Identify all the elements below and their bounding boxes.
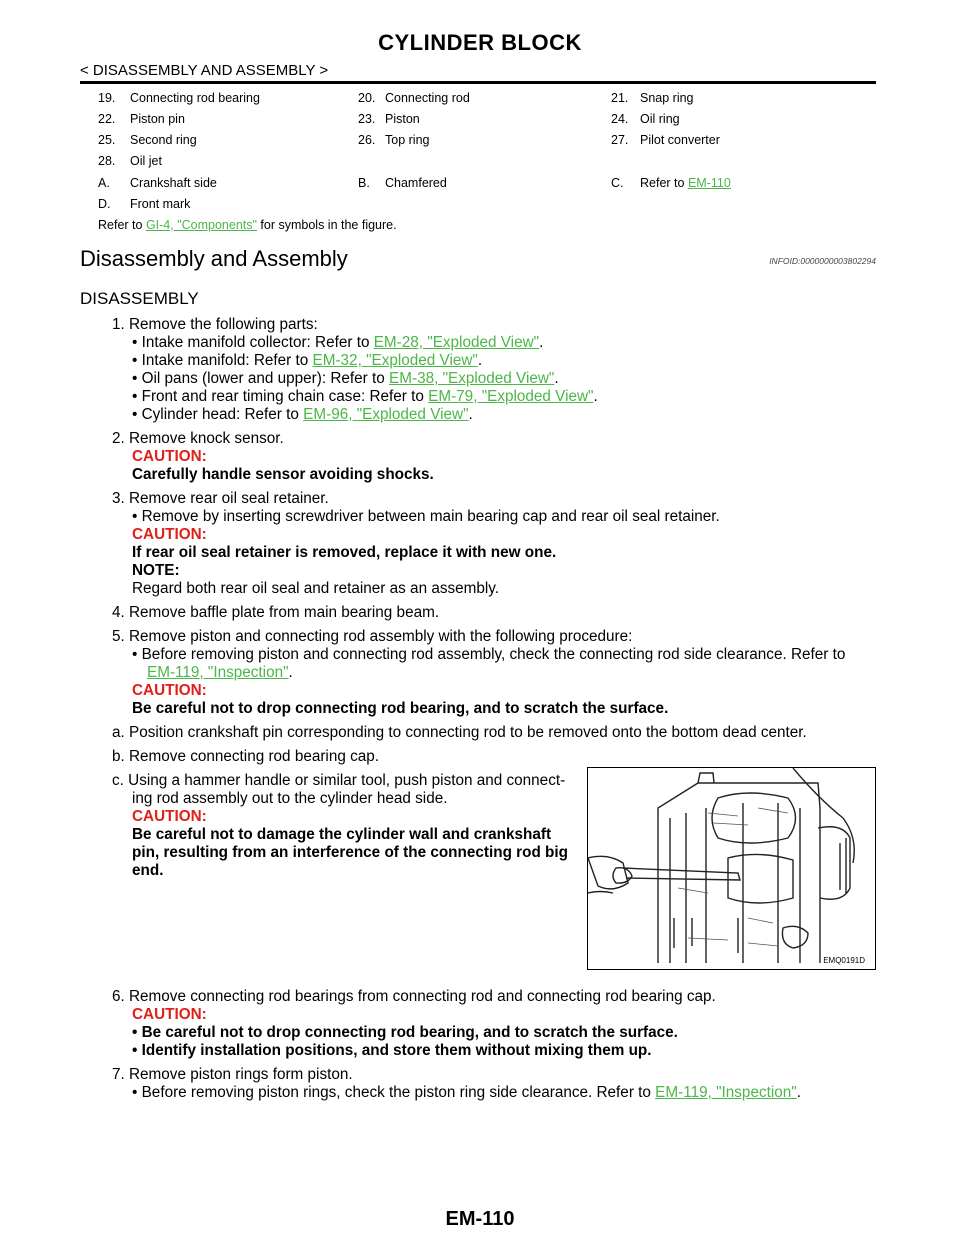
caution-label: CAUTION: — [132, 1006, 207, 1023]
legend-num: 21. — [611, 91, 629, 105]
step-3-item: • Remove by inserting screwdriver betwee… — [132, 508, 720, 525]
legend-label: Chamfered — [385, 176, 447, 190]
legend-num: 24. — [611, 112, 629, 126]
legend-num: 20. — [358, 91, 376, 105]
em-79-link[interactable]: EM-79, "Exploded View" — [428, 388, 594, 405]
note-text: Regard both rear oil seal and retainer a… — [132, 580, 500, 597]
step-5-ref: EM-119, "Inspection". — [147, 664, 293, 681]
step-7-item: • Before removing piston rings, check th… — [132, 1084, 801, 1101]
gi-4-components-link[interactable]: GI-4, "Components" — [145, 218, 257, 232]
em-110-link[interactable]: EM-110 — [687, 176, 731, 190]
legend-num: 22. — [98, 112, 116, 126]
refnote-pre: Refer to — [98, 218, 146, 232]
caution-text: Carefully handle sensor avoiding shocks. — [132, 466, 434, 483]
legend-label: Top ring — [385, 133, 430, 147]
em-119-link[interactable]: EM-119, "Inspection" — [147, 664, 289, 681]
step-1-item: • Oil pans (lower and upper): Refer to E… — [132, 370, 559, 387]
step-text: • Before removing piston rings, check th… — [132, 1084, 656, 1101]
legend-label: Snap ring — [640, 91, 694, 105]
page-number: EM-110 — [445, 1208, 515, 1230]
legend-label: Front mark — [130, 197, 191, 211]
caution-text: • Identify installation positions, and s… — [132, 1042, 652, 1059]
em-119-link[interactable]: EM-119, "Inspection" — [655, 1084, 797, 1101]
legend-label: Oil jet — [130, 154, 162, 168]
step-5: 5. Remove piston and connecting rod asse… — [112, 628, 633, 645]
em-28-link[interactable]: EM-28, "Exploded View" — [373, 334, 540, 351]
legend-refer-text: Refer to — [640, 176, 685, 190]
caution-label: CAUTION: — [132, 808, 207, 825]
em-38-link[interactable]: EM-38, "Exploded View" — [389, 370, 555, 387]
legend-num: 27. — [611, 133, 629, 147]
step-text: • Intake manifold collector: Refer to — [132, 334, 374, 351]
legend-num: B. — [358, 176, 370, 190]
refnote-post: for symbols in the figure. — [256, 218, 397, 232]
step-a: a. Position crankshaft pin corresponding… — [112, 724, 807, 741]
step-7: 7. Remove piston rings form piston. — [112, 1066, 353, 1083]
header-rule — [80, 81, 876, 84]
legend-num: D. — [98, 197, 111, 211]
step-c-cont: ing rod assembly out to the cylinder hea… — [132, 790, 448, 807]
legend-label: Crankshaft side — [130, 176, 217, 190]
legend-num: A. — [98, 176, 110, 190]
legend-label: Oil ring — [640, 112, 680, 126]
legend-num: C. — [611, 176, 624, 190]
figure-piston-removal: EMQ0191D — [587, 767, 876, 970]
step-2: 2. Remove knock sensor. — [112, 430, 284, 447]
caution-text: • Be careful not to drop connecting rod … — [132, 1024, 678, 1041]
step-text: • Front and rear timing chain case: Refe… — [132, 388, 429, 405]
em-32-link[interactable]: EM-32, "Exploded View" — [312, 352, 478, 369]
step-1-item: • Intake manifold: Refer to EM-32, "Expl… — [132, 352, 483, 369]
caution-text: If rear oil seal retainer is removed, re… — [132, 544, 557, 561]
legend-num: 23. — [358, 112, 376, 126]
step-text: • Intake manifold: Refer to — [132, 352, 313, 369]
step-1-item: • Front and rear timing chain case: Refe… — [132, 388, 598, 405]
legend-label: Pilot converter — [640, 133, 720, 147]
step-c: c. Using a hammer handle or similar tool… — [112, 772, 566, 789]
figure-code: EMQ0191D — [823, 956, 865, 965]
legend-num: 25. — [98, 133, 116, 147]
em-96-link[interactable]: EM-96, "Exploded View" — [303, 406, 469, 423]
note-label: NOTE: — [132, 562, 180, 579]
step-1-item: • Cylinder head: Refer to EM-96, "Explod… — [132, 406, 473, 423]
legend-label: Second ring — [130, 133, 197, 147]
step-4: 4. Remove baffle plate from main bearing… — [112, 604, 440, 621]
caution-text: end. — [132, 862, 164, 879]
page-title: CYLINDER BLOCK — [378, 30, 582, 55]
legend-label: Connecting rod — [385, 91, 470, 105]
caution-text: Be careful not to damage the cylinder wa… — [132, 826, 552, 843]
engine-illustration — [588, 768, 855, 963]
legend-num: 26. — [358, 133, 376, 147]
step-text: • Oil pans (lower and upper): Refer to — [132, 370, 390, 387]
legend-label: Piston pin — [130, 112, 185, 126]
info-id: INFOID:0000000003802294 — [769, 256, 876, 266]
legend-label: Connecting rod bearing — [130, 91, 260, 105]
legend-num: 28. — [98, 154, 116, 168]
symbols-note: Refer to GI-4, "Components" for symbols … — [98, 218, 397, 232]
step-3: 3. Remove rear oil seal retainer. — [112, 490, 329, 507]
step-b: b. Remove connecting rod bearing cap. — [112, 748, 380, 765]
caution-text: pin, resulting from an interference of t… — [132, 844, 568, 861]
section-heading: Disassembly and Assembly — [80, 246, 348, 271]
legend-label: Piston — [385, 112, 420, 126]
caution-label: CAUTION: — [132, 682, 207, 699]
subheading: DISASSEMBLY — [80, 289, 199, 308]
step-6: 6. Remove connecting rod bearings from c… — [112, 988, 716, 1005]
caution-label: CAUTION: — [132, 448, 207, 465]
caution-text: Be careful not to drop connecting rod be… — [132, 700, 669, 717]
caution-label: CAUTION: — [132, 526, 207, 543]
section-tag: < DISASSEMBLY AND ASSEMBLY > — [80, 62, 329, 79]
step-5-item: • Before removing piston and connecting … — [132, 646, 846, 663]
step-1: 1. Remove the following parts: — [112, 316, 318, 333]
legend-num: 19. — [98, 91, 116, 105]
step-1-item: • Intake manifold collector: Refer to EM… — [132, 334, 544, 351]
step-text: • Cylinder head: Refer to — [132, 406, 304, 423]
legend-label: Refer to EM-110 — [640, 176, 731, 190]
